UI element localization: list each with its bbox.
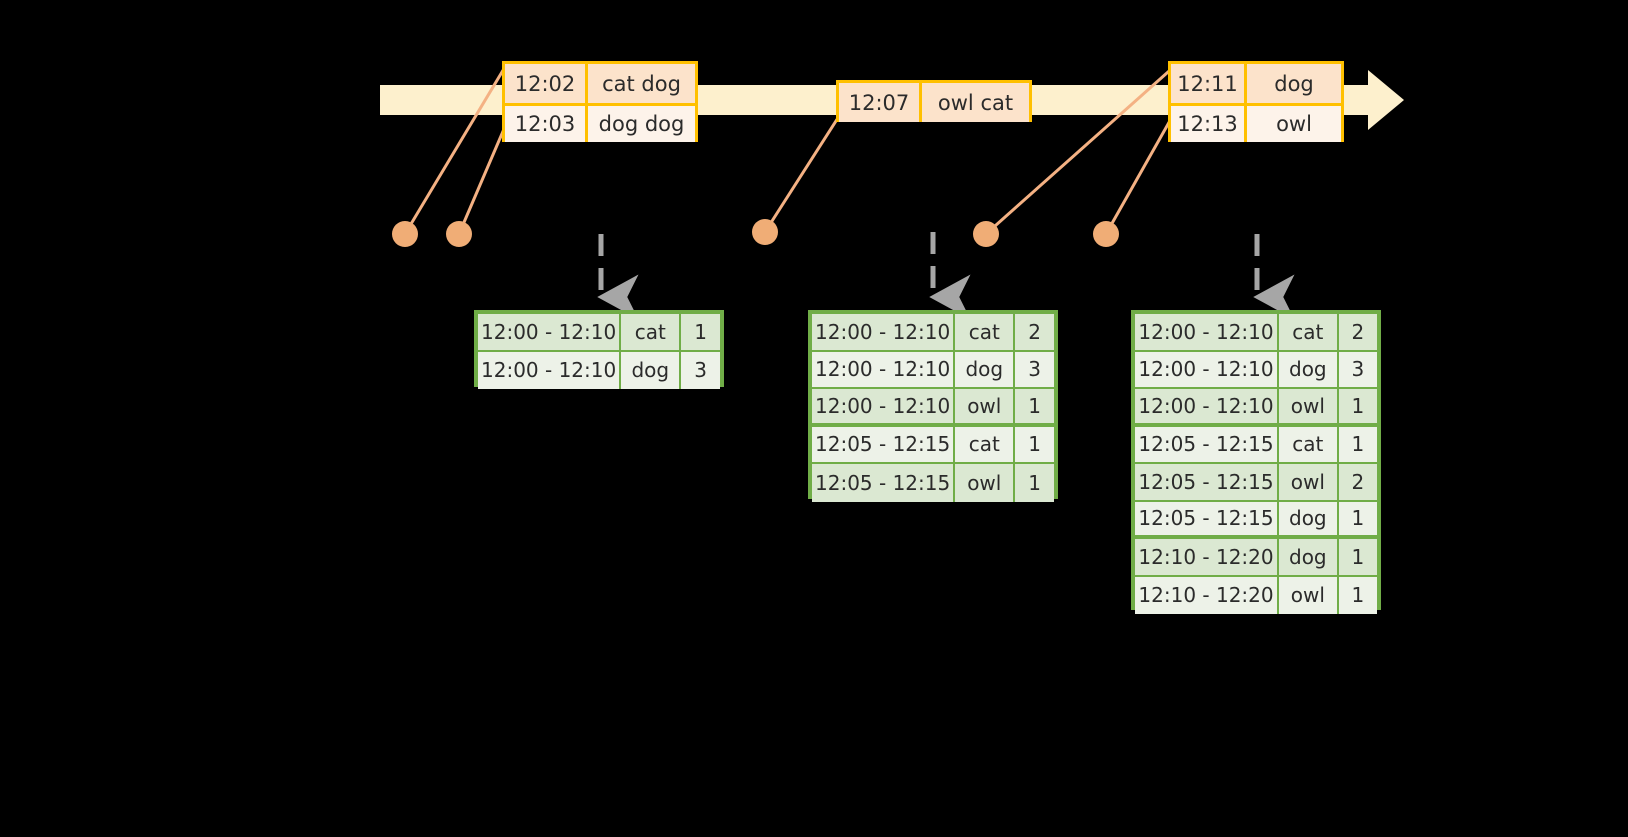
event-value: owl [1276,112,1312,136]
cell-key: dog [1279,539,1339,575]
cell-count: 1 [1351,544,1365,569]
cell-key: cat [1279,314,1339,350]
cell-count: 3 [1028,357,1042,382]
cell-count: 2 [1028,319,1042,344]
result-table-2[interactable]: 12:00 - 12:10 cat 2 12:00 - 12:10 dog 3 … [808,310,1058,502]
cell-count: 1 [1028,432,1042,457]
event-time: 12:07 [839,83,922,122]
table-row[interactable]: 12:00 - 12:10 dog 3 [478,351,720,389]
cell-key: cat [955,426,1016,462]
table-row[interactable]: 12:00 - 12:10 dog 3 [812,351,1054,389]
cell-window: 12:00 - 12:10 [478,314,622,350]
table-row[interactable]: 12:05 - 12:15 cat 1 [812,426,1054,464]
cell-window: 12:00 - 12:10 [812,389,956,423]
cell-count: 1 [1351,393,1365,418]
cell-window: 12:00 - 12:10 [1135,314,1280,350]
table-row[interactable]: 12:05 - 12:15 owl 2 [1135,464,1377,502]
event-row[interactable]: 12:03 dog dog [505,103,695,142]
event-time: 12:03 [505,106,588,142]
event-group-3[interactable]: 12:11 dog 12:13 owl [1168,61,1344,142]
event-value: cat dog [602,71,681,96]
cell-key: dog [1279,501,1339,535]
cell-count: 3 [694,358,708,383]
timeline-arrow-head [1368,70,1404,130]
event-row[interactable]: 12:02 cat dog [505,64,695,103]
table-row[interactable]: 12:00 - 12:10 cat 2 [1135,314,1377,352]
result-table-3[interactable]: 12:00 - 12:10 cat 2 12:00 - 12:10 dog 3 … [1131,310,1381,614]
table-row[interactable]: 12:00 - 12:10 cat 2 [812,314,1054,352]
event-row[interactable]: 12:13 owl [1171,103,1341,142]
event-time: 12:11 [1171,64,1247,103]
cell-window: 12:00 - 12:10 [1135,351,1280,387]
cell-window: 12:05 - 12:15 [812,464,956,502]
cell-count: 2 [1351,319,1365,344]
connector-dot [1093,221,1119,247]
cell-key: dog [955,351,1016,387]
connector-dot [973,221,999,247]
cell-window: 12:00 - 12:10 [812,351,956,387]
table-row[interactable]: 12:05 - 12:15 dog 1 [1135,501,1377,539]
connector-dot [752,219,778,245]
table-row[interactable]: 12:10 - 12:20 dog 1 [1135,539,1377,577]
cell-count: 2 [1351,469,1365,494]
cell-window: 12:05 - 12:15 [1135,426,1280,462]
event-value: dog dog [598,112,685,136]
cell-window: 12:10 - 12:20 [1135,576,1280,614]
cell-count: 1 [1028,393,1042,418]
event-row[interactable]: 12:07 owl cat [839,83,1029,122]
table-row[interactable]: 12:00 - 12:10 owl 1 [1135,389,1377,427]
cell-key: owl [955,389,1016,423]
cell-count: 1 [1028,470,1042,495]
event-value: owl cat [937,90,1014,115]
event-time: 12:02 [505,64,588,103]
cell-window: 12:00 - 12:10 [478,351,622,389]
table-row[interactable]: 12:00 - 12:10 cat 1 [478,314,720,352]
event-time: 12:13 [1171,106,1247,142]
cell-key: cat [1279,426,1339,462]
connector-dot [392,221,418,247]
result-table-1[interactable]: 12:00 - 12:10 cat 1 12:00 - 12:10 dog 3 [474,310,724,389]
cell-count: 1 [1351,432,1365,457]
cell-count: 1 [694,319,708,344]
cell-window: 12:05 - 12:15 [812,426,956,462]
connector-line-5 [1104,109,1178,235]
cell-window: 12:00 - 12:10 [812,314,956,350]
event-value: dog [1274,71,1314,96]
cell-key: cat [621,314,682,350]
cell-key: cat [955,314,1016,350]
cell-window: 12:00 - 12:10 [1135,389,1280,423]
connector-line-3 [763,109,845,233]
table-row[interactable]: 12:00 - 12:10 dog 3 [1135,351,1377,389]
cell-key: owl [1279,576,1339,614]
cell-window: 12:05 - 12:15 [1135,501,1280,535]
cell-count: 3 [1351,357,1365,382]
cell-key: dog [621,351,682,389]
cell-key: dog [1279,351,1339,387]
table-row[interactable]: 12:10 - 12:20 owl 1 [1135,576,1377,614]
connector-dot [446,221,472,247]
event-group-1[interactable]: 12:02 cat dog 12:03 dog dog [502,61,698,142]
table-row[interactable]: 12:00 - 12:10 owl 1 [812,389,1054,427]
cell-count: 1 [1351,506,1365,531]
cell-key: owl [1279,464,1339,500]
cell-window: 12:10 - 12:20 [1135,539,1280,575]
event-row[interactable]: 12:11 dog [1171,64,1341,103]
table-row[interactable]: 12:05 - 12:15 cat 1 [1135,426,1377,464]
cell-window: 12:05 - 12:15 [1135,464,1280,500]
cell-key: owl [1279,389,1339,423]
table-row[interactable]: 12:05 - 12:15 owl 1 [812,464,1054,502]
event-group-2[interactable]: 12:07 owl cat [836,80,1032,122]
cell-key: owl [955,464,1016,502]
cell-count: 1 [1351,583,1365,608]
